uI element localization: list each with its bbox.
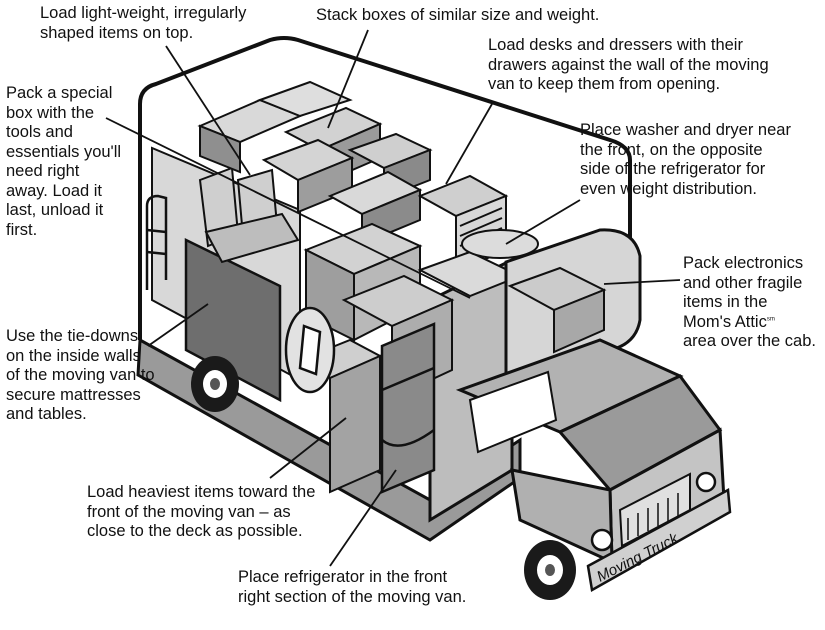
label-line: Place refrigerator in the front xyxy=(238,568,448,586)
service-mark: sm xyxy=(766,316,775,322)
label-tie-downs: Use the tie-downs on the inside walls of… xyxy=(6,327,155,425)
chairs xyxy=(198,166,300,264)
label-electronics: Pack electronics and other fragile items… xyxy=(683,254,816,352)
truck-cab xyxy=(455,338,726,565)
label-line: and tables. xyxy=(6,405,87,423)
label-line: Mom's Atticsm xyxy=(683,313,816,333)
label-text: Mom's Attic xyxy=(683,312,767,331)
label-special-box: Pack a special box with the tools and es… xyxy=(6,84,121,240)
label-line: Pack electronics xyxy=(683,254,804,272)
wheel-front xyxy=(524,540,576,600)
label-line: first. xyxy=(6,220,38,239)
label-desks: Load desks and dressers with their drawe… xyxy=(488,36,769,95)
label-line: area over the cab. xyxy=(683,332,816,350)
hand-truck xyxy=(145,194,168,290)
label-line: items in the xyxy=(683,293,768,311)
label-line: van to keep them from opening. xyxy=(488,75,721,93)
label-light-items: Load light-weight, irregularly shaped it… xyxy=(40,4,246,43)
headlight-left xyxy=(590,528,614,552)
label-refrigerator: Place refrigerator in the front right se… xyxy=(238,568,466,607)
headlight-right xyxy=(695,471,717,493)
front-bumper xyxy=(586,487,732,592)
label-line: Load heaviest items toward the xyxy=(87,483,316,501)
grille xyxy=(627,493,679,540)
wheel-rear xyxy=(191,356,239,412)
label-line: the front, on the opposite xyxy=(580,140,763,159)
label-line: of the moving van to xyxy=(6,366,155,384)
label-line: side of the refrigerator for xyxy=(580,160,766,178)
label-line: even weight distribution. xyxy=(580,179,758,198)
label-heaviest: Load heaviest items toward the front of … xyxy=(87,483,315,542)
label-line: Load desks and dressers with their xyxy=(488,36,743,54)
label-line: last, unload it xyxy=(6,201,104,219)
label-line: on the inside walls xyxy=(6,346,141,365)
label-line: Place washer and dryer near xyxy=(580,121,791,139)
label-line: Use the tie-downs xyxy=(6,327,139,345)
label-line: shaped items on top. xyxy=(40,23,194,42)
label-line: Load light-weight, irregularly xyxy=(40,4,247,22)
label-line: away. Load it xyxy=(6,181,103,200)
label-line: drawers against the wall of the moving xyxy=(488,55,769,74)
label-line: and other fragile xyxy=(683,273,803,292)
label-line: secure mattresses xyxy=(6,385,141,404)
label-line: need right xyxy=(6,162,80,180)
label-line: essentials you'll xyxy=(6,142,122,161)
label-line: right section of the moving van. xyxy=(238,587,467,606)
label-stack-boxes: Stack boxes of similar size and weight. xyxy=(316,6,599,26)
van-back-frame xyxy=(138,36,632,340)
label-line: close to the deck as possible. xyxy=(87,522,303,540)
leader-lines xyxy=(105,29,681,567)
label-line: Pack a special xyxy=(6,84,113,102)
label-line: box with the xyxy=(6,103,95,122)
label-line: front of the moving van – as xyxy=(87,502,291,521)
round-table xyxy=(284,306,336,394)
label-line: Stack boxes of similar size and weight. xyxy=(316,6,600,24)
label-washer: Place washer and dryer near the front, o… xyxy=(580,121,791,199)
refrigerator xyxy=(380,322,436,494)
label-line: tools and xyxy=(6,123,73,141)
